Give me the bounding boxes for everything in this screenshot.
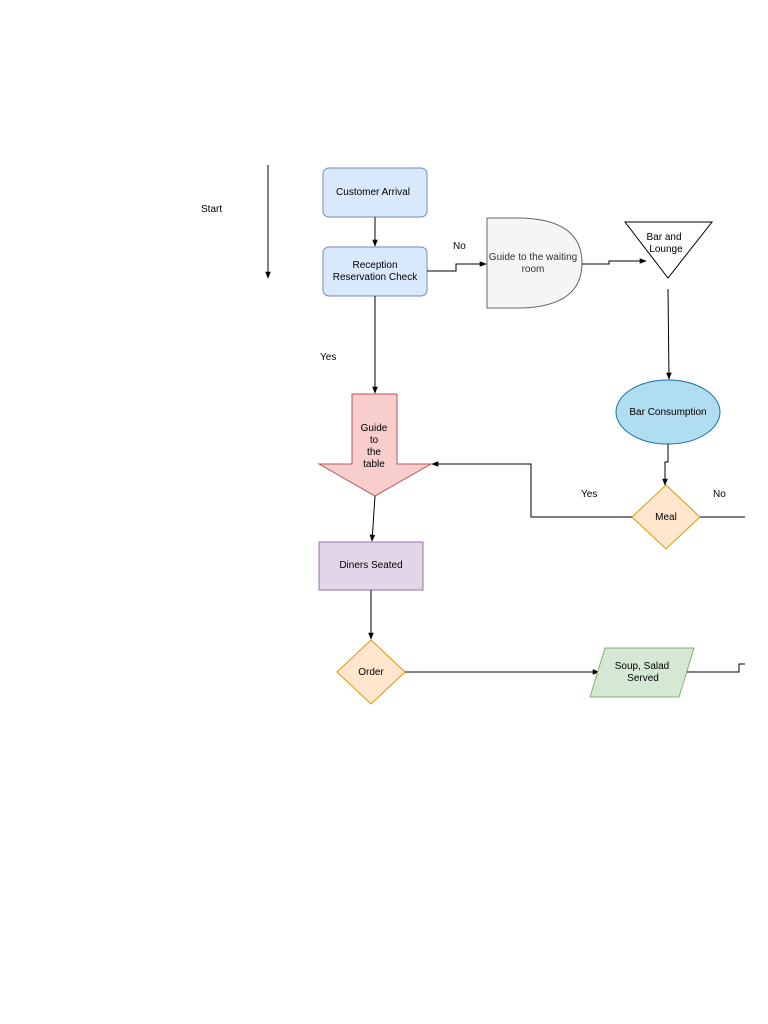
bar-lounge-node[interactable]: Bar and Lounge xyxy=(623,221,714,279)
edge-meal-yes-to-guide xyxy=(431,461,632,518)
edge-label-yes-meal: Yes xyxy=(581,489,597,500)
soup-salad-label-1: Soup, Salad xyxy=(615,661,670,672)
guide-to-table-label-2: to xyxy=(370,435,379,446)
guide-to-table-shape xyxy=(317,393,433,497)
meal-node[interactable]: Meal xyxy=(631,484,701,550)
reception-check-label-1: Reception xyxy=(352,260,397,271)
meal-label: Meal xyxy=(655,512,677,523)
reception-check-label-2: Reservation Check xyxy=(333,272,418,283)
edge-label-no-reception: No xyxy=(453,241,466,252)
waiting-room-shape xyxy=(486,217,583,309)
diners-seated-shape xyxy=(318,541,424,591)
guide-to-table-label-4: table xyxy=(363,459,385,470)
edge-soup-continue xyxy=(687,663,745,673)
customer-arrival-label: Customer Arrival xyxy=(336,187,410,198)
order-node[interactable]: Order xyxy=(336,639,406,705)
edge-label-yes-reception: Yes xyxy=(320,352,336,363)
diners-seated-label: Diners Seated xyxy=(339,560,402,571)
waiting-room-label-2: room xyxy=(522,264,545,275)
bar-consumption-node[interactable]: Bar Consumption xyxy=(615,379,721,445)
guide-to-table-label-3: the xyxy=(367,447,381,458)
soup-salad-node[interactable]: Soup, Salad Served xyxy=(589,647,695,698)
guide-to-table-label-1: Guide xyxy=(361,423,388,434)
guide-to-table-node[interactable]: Guide to the table xyxy=(317,393,433,497)
edge-bar-to-consumption xyxy=(666,288,672,380)
start-label: Start xyxy=(201,204,222,215)
edge-reception-to-waiting xyxy=(427,261,487,272)
edge-consumption-to-meal xyxy=(662,444,669,486)
soup-salad-label-2: Served xyxy=(627,673,659,684)
bar-lounge-shape xyxy=(623,221,714,279)
bar-lounge-label-2: Lounge xyxy=(649,244,683,255)
edge-waiting-to-bar xyxy=(582,258,647,265)
reception-check-node[interactable]: Reception Reservation Check xyxy=(322,246,428,297)
order-shape xyxy=(336,639,406,705)
soup-salad-shape xyxy=(589,647,695,698)
customer-arrival-node[interactable]: Customer Arrival xyxy=(322,167,428,218)
waiting-room-label-1: Guide to the waiting xyxy=(489,252,577,263)
edge-guide-to-seated xyxy=(369,495,376,542)
meal-shape xyxy=(631,484,701,550)
edge-label-no-meal: No xyxy=(713,489,726,500)
bar-lounge-label-1: Bar and xyxy=(646,232,681,243)
diners-seated-node[interactable]: Diners Seated xyxy=(318,541,424,591)
order-label: Order xyxy=(358,667,384,678)
bar-consumption-label: Bar Consumption xyxy=(629,407,706,418)
waiting-room-node[interactable]: Guide to the waiting room xyxy=(486,217,583,309)
